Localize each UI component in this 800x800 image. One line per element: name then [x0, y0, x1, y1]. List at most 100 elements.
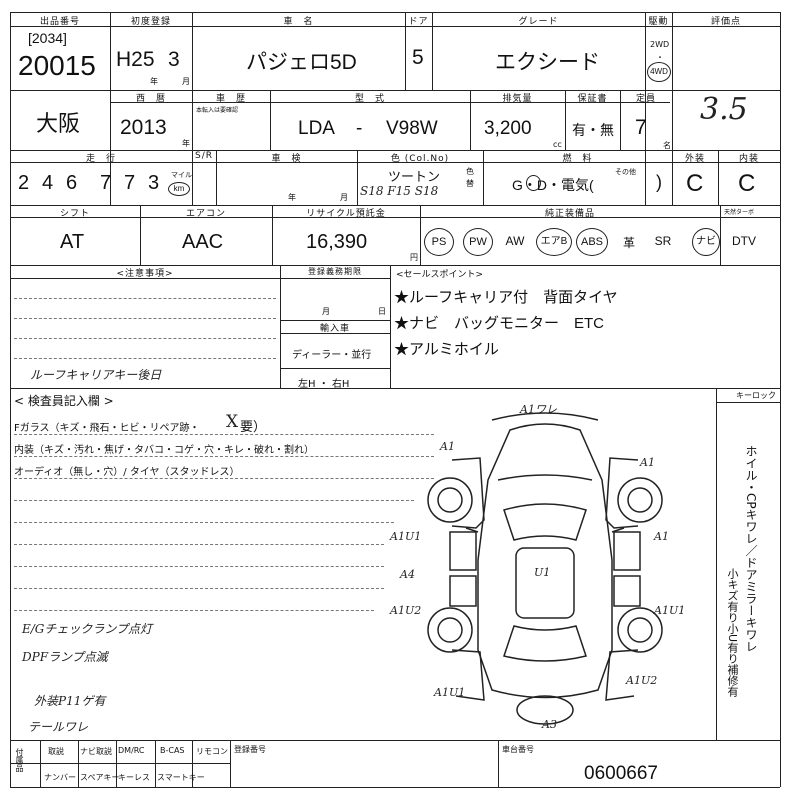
handwritten-note-4: テールワレ [28, 720, 89, 734]
mileage-label: 走 行 [85, 154, 116, 164]
region: 大阪 [36, 111, 81, 136]
damage-label: A1U1 [654, 604, 686, 617]
history-note: 本転入は要確認 [196, 107, 239, 114]
frame-number-label: 車台番号 [502, 745, 534, 754]
auction-code: [2034] [28, 30, 67, 46]
accessory-keyless: キーレス [118, 773, 150, 782]
model-prefix: LDA [298, 118, 335, 139]
first-registration-era: H25 [116, 48, 155, 71]
model-code: V98W [386, 118, 438, 139]
interior-label: 内装 [738, 154, 759, 164]
year-label: 西 暦 [135, 94, 166, 104]
dealer-label: ディーラー・並行 [292, 350, 372, 361]
rating-label: 評価点 [710, 17, 741, 27]
mileage-digit: 7 [100, 172, 112, 194]
warranty-value: 有・無 [572, 122, 614, 138]
color-number: S18 F15 S18 [360, 184, 439, 198]
model-year: 2013 [120, 116, 167, 139]
model-dash: - [356, 118, 363, 139]
inspection-month-unit: 月 [340, 193, 348, 202]
sales-point-3: ★アルミホイル [394, 341, 499, 358]
turbo-label: 天然ターボ [724, 209, 755, 216]
drive-separator: ・ [656, 53, 664, 62]
accessories-label: 付属品 [15, 748, 24, 772]
km-circled: km [168, 182, 190, 196]
registration-deadline-label: 登録義務期限 [308, 267, 362, 276]
mile-label: マイル [171, 171, 192, 179]
vertical-notes-2: 小キズ有り小U有り補修有 [726, 568, 739, 698]
sales-point-label: <セールスポイント> [396, 270, 484, 280]
shift-label: シフト [59, 209, 90, 219]
drive-label: 駆動 [648, 17, 669, 27]
accessory-number-plate: ナンバー [44, 773, 76, 782]
rating-score: 3.5 [700, 92, 748, 127]
equipment-leather: 革 [622, 236, 635, 250]
audio-tire-line: オーディオ（無し・穴）/ タイヤ（スタッドレス） [14, 467, 240, 478]
doors-label: ドア [408, 17, 429, 27]
accessory-remote: リモコン [196, 747, 228, 756]
exterior-grade: C [686, 170, 704, 197]
first-registration-label: 初度登録 [130, 17, 171, 27]
accessory-navi-manual: ナビ取説 [80, 747, 112, 756]
equipment-navi: ナビ [692, 228, 720, 256]
caution-label: <注意事項> [116, 269, 174, 279]
damage-label: A4 [400, 568, 415, 581]
accessory-bcas: B-CAS [160, 746, 185, 755]
mileage-digit: 6 [66, 172, 78, 194]
exterior-label: 外装 [684, 154, 705, 164]
grade-label: グレード [518, 17, 559, 27]
glass-x-mark: X [226, 412, 239, 432]
mileage-digit: 4 [42, 172, 54, 194]
damage-label: A1 [440, 440, 455, 453]
accessory-manual: 取説 [48, 747, 64, 756]
mileage-digit: 3 [148, 172, 160, 194]
accessory-smart-key: スマートキー [157, 773, 205, 782]
equipment-abs: ABS [576, 228, 608, 256]
car-name-label: 車 名 [283, 17, 314, 27]
lot-number: 20015 [18, 50, 96, 81]
accessory-spare-key: スペアキー [80, 773, 120, 782]
year-unit-2: 年 [182, 139, 190, 148]
damage-label: U1 [534, 566, 551, 579]
ac-label: エアコン [185, 209, 226, 219]
month-unit: 月 [182, 77, 190, 86]
equipment-pw: PW [463, 228, 493, 256]
cc-unit: cc [553, 140, 562, 149]
import-label: 輸入車 [319, 324, 350, 334]
damage-label: A1U1 [434, 686, 466, 699]
vertical-notes: ホイル・CPキワレ／ドアミラーキワレ [744, 445, 758, 653]
capacity: 7 [635, 116, 647, 139]
damage-label: A1ワレ [520, 403, 557, 416]
model-label: 型 式 [354, 94, 385, 104]
color-label: 色 (Col.No) [390, 154, 450, 164]
damage-label: A1 [640, 456, 655, 469]
equipment-sunroof: SR [654, 234, 672, 248]
damage-label: A1U2 [626, 674, 658, 687]
car-name: パジェロ5D [246, 51, 357, 74]
equipment-dtv: DTV [732, 234, 756, 248]
inspection-date-label: 車 検 [271, 154, 302, 164]
sales-point-1: ★ルーフキャリア付 背面タイヤ [394, 289, 618, 306]
inspection-year-unit: 年 [288, 193, 296, 202]
damage-label: A1 [654, 530, 669, 543]
glass-required: 要） [240, 420, 267, 435]
air-conditioner: AAC [182, 231, 224, 253]
year-unit: 年 [150, 77, 158, 86]
color-change-label: 色替 [466, 167, 474, 188]
yen-unit: 円 [410, 253, 418, 262]
doors: 5 [412, 46, 424, 69]
displacement: 3,200 [484, 118, 532, 139]
capacity-label: 定員 [635, 94, 656, 104]
interior-grade: C [738, 170, 756, 197]
shift: AT [60, 231, 85, 253]
damage-label: A1U2 [390, 604, 422, 617]
fuel-other-label: その他 [615, 168, 636, 176]
fuel-options: G・D・電気( [512, 177, 594, 193]
history-label: 車 歴 [215, 94, 246, 104]
mileage-digit: 7 [124, 172, 136, 194]
equipment-airbag: エアB [536, 228, 572, 256]
handwritten-note-3: 外装P11ゲ有 [34, 694, 106, 708]
deadline-month-unit: 月 [322, 307, 330, 316]
frame-number: 0600667 [584, 763, 658, 784]
handwritten-note-2: DPFランプ点滅 [22, 650, 108, 664]
